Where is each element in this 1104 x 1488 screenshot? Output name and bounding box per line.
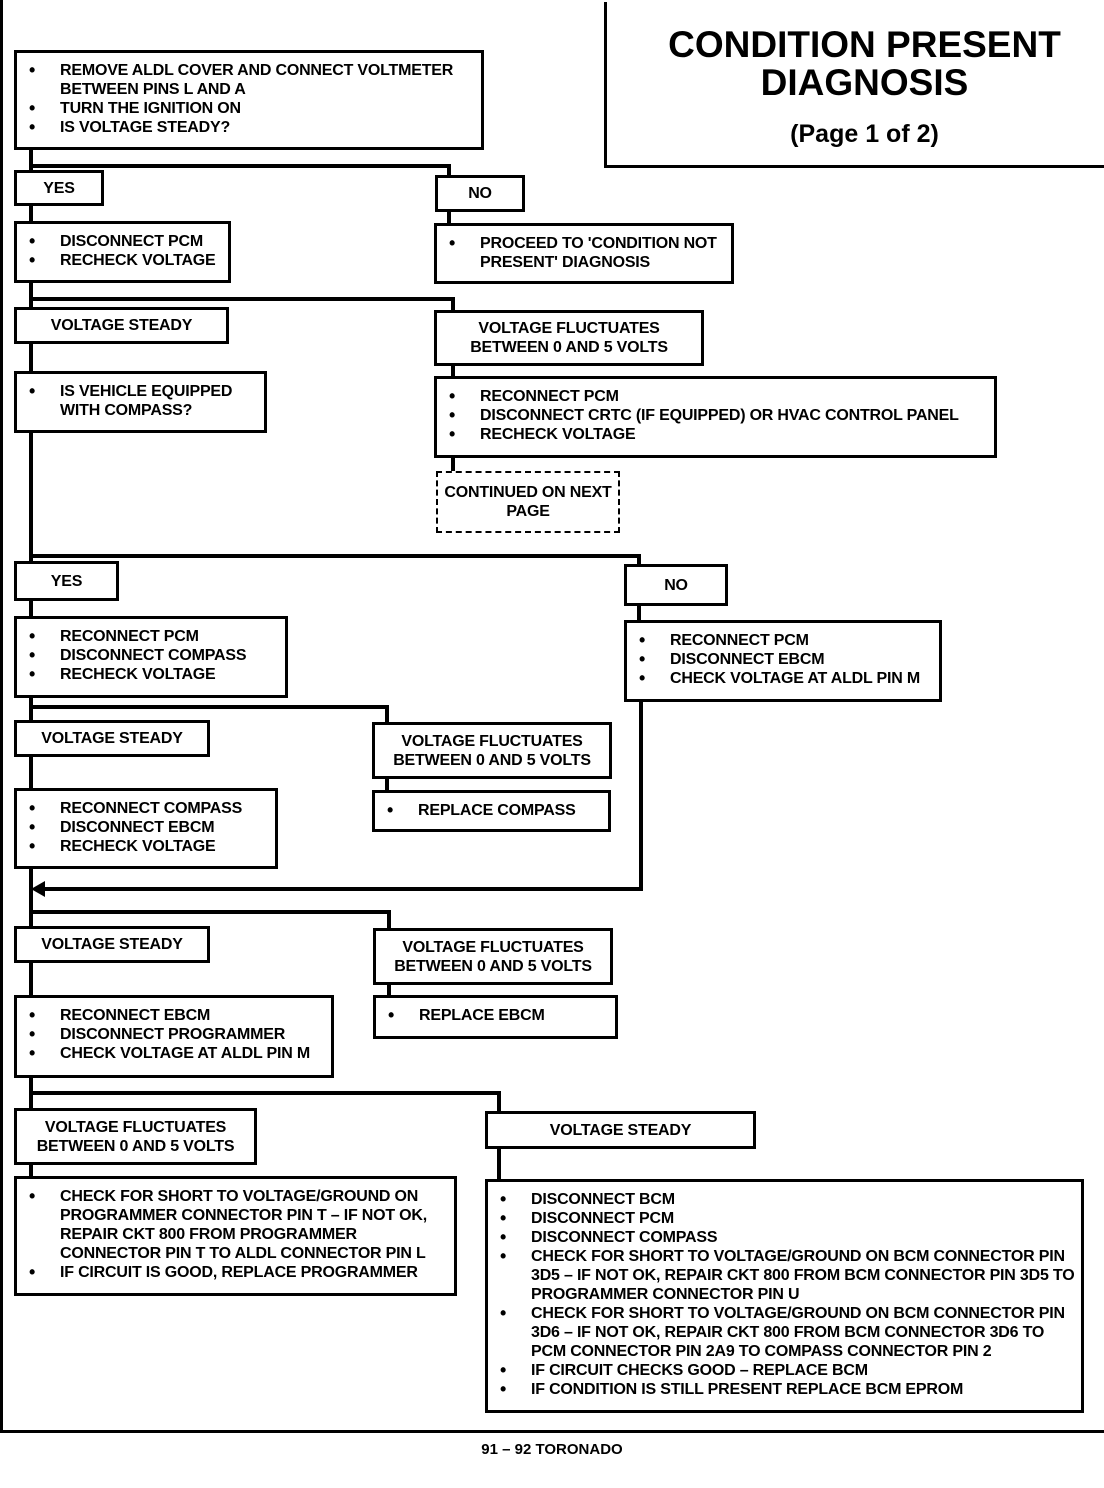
bullet-item: IF CONDITION IS STILL PRESENT REPLACE BC… — [500, 1380, 1075, 1399]
bullet-item: RECHECK VOLTAGE — [29, 251, 222, 270]
result-voltage-steady-3: VOLTAGE STEADY — [14, 926, 210, 963]
bullet-item: DISCONNECT CRTC (IF EQUIPPED) OR HVAC CO… — [449, 406, 988, 425]
bullet-item: CHECK VOLTAGE AT ALDL PIN M — [29, 1044, 325, 1063]
result-voltage-steady-4: VOLTAGE STEADY — [485, 1111, 756, 1149]
title-box: CONDITION PRESENT DIAGNOSIS (Page 1 of 2… — [604, 2, 1104, 168]
bullet-list: RECONNECT EBCMDISCONNECT PROGRAMMERCHECK… — [29, 1006, 325, 1063]
bullet-item: REPLACE COMPASS — [387, 801, 602, 820]
step-replace-ebcm: REPLACE EBCM — [373, 995, 618, 1039]
step-reconnect-compass: RECONNECT COMPASSDISCONNECT EBCMRECHECK … — [14, 788, 278, 869]
bullet-item: DISCONNECT EBCM — [29, 818, 269, 837]
step-check-aldl-pin-m-1: RECONNECT PCMDISCONNECT EBCMCHECK VOLTAG… — [624, 620, 942, 702]
title-line-1: CONDITION PRESENT — [668, 24, 1061, 65]
result-voltage-fluctuates-4: VOLTAGE FLUCTUATES BETWEEN 0 AND 5 VOLTS — [14, 1108, 257, 1165]
result-voltage-fluctuates-2: VOLTAGE FLUCTUATES BETWEEN 0 AND 5 VOLTS — [372, 722, 612, 779]
answer-yes-1: YES — [14, 170, 104, 206]
connector-yes2-fluct — [31, 705, 389, 724]
result-voltage-steady-1: VOLTAGE STEADY — [14, 307, 229, 344]
footer-model: 91 – 92 TORONADO — [481, 1441, 623, 1458]
bullet-item: IS VOLTAGE STEADY? — [29, 118, 475, 137]
bullet-item: PROCEED TO 'CONDITION NOT PRESENT' DIAGN… — [449, 234, 725, 272]
bullet-list: DISCONNECT BCMDISCONNECT PCMDISCONNECT C… — [500, 1190, 1075, 1399]
step-replace-compass: REPLACE COMPASS — [372, 790, 611, 832]
bullet-item: CHECK FOR SHORT TO VOLTAGE/GROUND ON PRO… — [29, 1187, 448, 1263]
connector-merge-fluct3 — [31, 910, 391, 930]
bullet-item: DISCONNECT EBCM — [639, 650, 933, 669]
title-line-2: DIAGNOSIS — [760, 62, 969, 103]
bullet-item: DISCONNECT PROGRAMMER — [29, 1025, 325, 1044]
bullet-item: DISCONNECT COMPASS — [29, 646, 279, 665]
bullet-item: RECONNECT EBCM — [29, 1006, 325, 1025]
answer-no-1: NO — [435, 175, 525, 212]
bullet-list: REMOVE ALDL COVER AND CONNECT VOLTMETER … — [29, 61, 475, 137]
connector-final-steady — [31, 1091, 501, 1113]
bullet-item: DISCONNECT COMPASS — [500, 1228, 1075, 1247]
result-voltage-steady-2: VOLTAGE STEADY — [14, 720, 210, 757]
bullet-list: DISCONNECT PCMRECHECK VOLTAGE — [29, 232, 222, 270]
bullet-item: DISCONNECT BCM — [500, 1190, 1075, 1209]
bullet-item: RECHECK VOLTAGE — [449, 425, 988, 444]
step-check-programmer-short: CHECK FOR SHORT TO VOLTAGE/GROUND ON PRO… — [14, 1176, 457, 1296]
bullet-item: RECONNECT PCM — [639, 631, 933, 650]
bullet-item: TURN THE IGNITION ON — [29, 99, 475, 118]
bullet-item: REMOVE ALDL COVER AND CONNECT VOLTMETER … — [29, 61, 475, 99]
step-disconnect-compass: RECONNECT PCMDISCONNECT COMPASSRECHECK V… — [14, 616, 288, 698]
bullet-list: RECONNECT PCMDISCONNECT CRTC (IF EQUIPPE… — [449, 387, 988, 444]
bullet-item: RECHECK VOLTAGE — [29, 837, 269, 856]
result-voltage-fluctuates-3: VOLTAGE FLUCTUATES BETWEEN 0 AND 5 VOLTS — [373, 928, 613, 985]
bullet-list: RECONNECT COMPASSDISCONNECT EBCMRECHECK … — [29, 799, 269, 856]
bullet-list: REPLACE EBCM — [388, 1006, 609, 1025]
bullet-item: IS VEHICLE EQUIPPED WITH COMPASS? — [29, 382, 258, 420]
step-proceed-not-present: PROCEED TO 'CONDITION NOT PRESENT' DIAGN… — [434, 223, 734, 284]
bullet-item: RECHECK VOLTAGE — [29, 665, 279, 684]
bullet-item: CHECK FOR SHORT TO VOLTAGE/GROUND ON BCM… — [500, 1247, 1075, 1304]
bullet-item: DISCONNECT PCM — [29, 232, 222, 251]
return-arrowhead — [31, 881, 45, 897]
answer-no-2: NO — [624, 564, 728, 606]
bullet-item: REPLACE EBCM — [388, 1006, 609, 1025]
bullet-list: REPLACE COMPASS — [387, 801, 602, 820]
bullet-item: CHECK FOR SHORT TO VOLTAGE/GROUND ON BCM… — [500, 1304, 1075, 1361]
left-border — [0, 0, 3, 1432]
step-reconnect-pcm-crtc: RECONNECT PCMDISCONNECT CRTC (IF EQUIPPE… — [434, 376, 997, 458]
bullet-item: RECONNECT COMPASS — [29, 799, 269, 818]
bullet-item: IF CIRCUIT CHECKS GOOD – REPLACE BCM — [500, 1361, 1075, 1380]
step-compass-question: IS VEHICLE EQUIPPED WITH COMPASS? — [14, 371, 267, 433]
bullet-list: RECONNECT PCMDISCONNECT EBCMCHECK VOLTAG… — [639, 631, 933, 688]
connector-step2-fluct — [31, 297, 455, 311]
bullet-item: RECONNECT PCM — [29, 627, 279, 646]
answer-yes-2: YES — [14, 561, 119, 601]
step-reconnect-ebcm: RECONNECT EBCMDISCONNECT PROGRAMMERCHECK… — [14, 995, 334, 1078]
step-disconnect-pcm: DISCONNECT PCMRECHECK VOLTAGE — [14, 221, 231, 283]
bullet-item: CHECK VOLTAGE AT ALDL PIN M — [639, 669, 933, 688]
bullet-list: RECONNECT PCMDISCONNECT COMPASSRECHECK V… — [29, 627, 279, 684]
bullet-item: RECONNECT PCM — [449, 387, 988, 406]
step-check-bcm-short: DISCONNECT BCMDISCONNECT PCMDISCONNECT C… — [485, 1179, 1084, 1413]
bullet-list: PROCEED TO 'CONDITION NOT PRESENT' DIAGN… — [449, 234, 725, 272]
bullet-item: DISCONNECT PCM — [500, 1209, 1075, 1228]
bullet-item: IF CIRCUIT IS GOOD, REPLACE PROGRAMMER — [29, 1263, 448, 1282]
step-remove-aldl-cover: REMOVE ALDL COVER AND CONNECT VOLTMETER … — [14, 50, 484, 150]
result-voltage-fluctuates-1: VOLTAGE FLUCTUATES BETWEEN 0 AND 5 VOLTS — [434, 310, 704, 366]
bullet-list: CHECK FOR SHORT TO VOLTAGE/GROUND ON PRO… — [29, 1187, 448, 1282]
title-page-indicator: (Page 1 of 2) — [790, 120, 939, 148]
bullet-list: IS VEHICLE EQUIPPED WITH COMPASS? — [29, 382, 258, 420]
continued-next-page: CONTINUED ON NEXT PAGE — [436, 471, 620, 533]
connector-no2-return — [37, 700, 643, 891]
connector-step1-no — [31, 164, 451, 177]
bottom-border — [0, 1430, 1104, 1433]
connector-compass-no — [31, 554, 641, 566]
